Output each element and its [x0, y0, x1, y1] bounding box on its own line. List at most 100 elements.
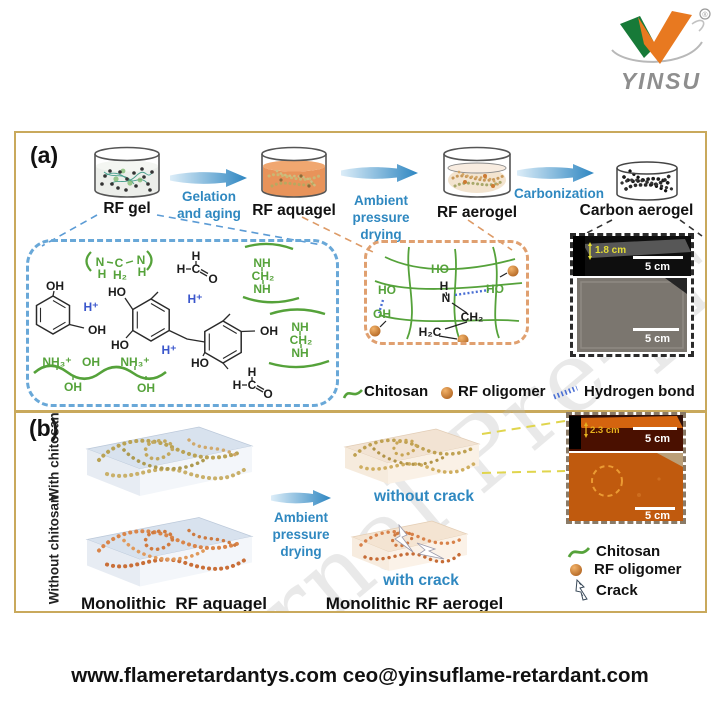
aquagel-without-chitosan-slab — [85, 517, 254, 587]
stage-label-rf-gel: RF gel — [103, 200, 151, 217]
caption-monolithic-aquagel: Monolithic RF aquagel — [80, 594, 268, 613]
scale-bar — [633, 427, 677, 430]
scale-label: 5 cm — [645, 261, 670, 273]
result-without-crack: without crack — [374, 488, 474, 505]
chem-label: O — [208, 272, 218, 286]
chem-label: NH — [291, 346, 309, 360]
caption-line: Carbonization — [514, 186, 604, 201]
caption-line: Ambient — [354, 193, 408, 208]
highlight-circle — [591, 465, 623, 497]
carbon-aerogel-photo: 1.8 cm 5 cm 5 cm — [570, 233, 694, 357]
chem-label: OH — [82, 355, 100, 369]
panel-a-label: (a) — [30, 142, 59, 168]
chem-label: H — [97, 267, 107, 281]
caption-monolithic-aerogel: Monolithic RF aerogel — [325, 594, 504, 613]
aerogel-without-crack-slab — [343, 428, 481, 484]
legend-crack-label: Crack — [596, 582, 638, 599]
rf-aerogel-photo: 2.3 cm 5 cm 5 cm — [566, 412, 686, 524]
chitosan-icon — [567, 547, 591, 558]
rf-oligomer-icon — [441, 387, 453, 399]
chem-label: HO — [431, 262, 449, 276]
chem-label: OH — [373, 307, 391, 321]
rf-aquagel-beaker — [261, 146, 327, 198]
chem-label: NH₃⁺ — [120, 355, 150, 369]
chem-label: H⁺ — [161, 343, 177, 357]
arrow-caption-drying-b: Ambient pressure drying — [259, 509, 343, 560]
chem-label: H — [439, 279, 449, 293]
crack-shape — [416, 542, 445, 560]
chem-label: C — [247, 378, 257, 392]
chem-label: NH₃⁺ — [42, 355, 72, 369]
chem-label: C — [114, 256, 124, 270]
chem-label: O — [263, 387, 273, 401]
crack-shape — [394, 523, 414, 553]
footer-contact-text: www.flameretardantys.com ceo@yinsuflame-… — [71, 664, 649, 687]
chem-label: NH — [253, 256, 271, 270]
legend-hydrogen-bond-label: Hydrogen bond — [584, 383, 695, 400]
row-label-without-chitosan: Without chitosan — [46, 494, 62, 605]
chem-label: OH — [88, 323, 106, 337]
chem-label: H — [137, 265, 147, 279]
chem-label: H⁺ — [187, 292, 203, 306]
chem-label: H⁺ — [83, 300, 99, 314]
chemical-structure-box: OH OH H⁺ N C N H H₂ H H H C O H⁺ HO HO H… — [26, 239, 339, 407]
scale-label: 5 cm — [645, 510, 670, 521]
panel-divider — [16, 410, 705, 413]
arrow-drying-b-icon — [271, 490, 331, 506]
caption-line: drying — [280, 544, 322, 559]
chem-label: C — [191, 262, 201, 276]
chem-label: OH — [137, 381, 155, 395]
chem-label: N — [136, 253, 146, 267]
scale-label: 5 cm — [645, 333, 670, 345]
chem-label: HO — [108, 285, 126, 299]
panel-b-label: (b) — [29, 415, 59, 441]
yinsu-logo: ® YINSU — [604, 4, 718, 100]
stage-label-carbon-aerogel: Carbon aerogel — [579, 202, 694, 219]
rf-aerogel-beaker — [443, 146, 511, 198]
caption-line: Gelation — [181, 189, 236, 204]
scale-label: 5 cm — [645, 433, 670, 445]
figure-frame: Journal Pre-proof (a) — [14, 131, 707, 613]
registered-mark: ® — [702, 11, 708, 19]
rf-gel-beaker — [94, 146, 160, 198]
legend-rf-oligomer-label: RF oligomer — [594, 561, 682, 578]
scale-bar — [635, 507, 675, 510]
chemical-bonds-drawing — [33, 242, 330, 393]
legend-chitosan-label: Chitosan — [596, 543, 661, 560]
chitosan-icon — [342, 389, 363, 399]
chem-label: H — [247, 365, 257, 379]
chem-label: HO — [111, 338, 129, 352]
caption-line: and aging — [177, 206, 241, 221]
photo-thickness-label: 2.3 cm — [590, 425, 620, 436]
caption-line: Ambient — [274, 510, 328, 525]
chem-label: N — [95, 255, 105, 269]
rf-oligomer-icon — [570, 564, 582, 576]
arrow-caption-gelation: Gelation and aging — [164, 188, 254, 222]
result-with-crack: with crack — [383, 572, 459, 589]
arrow-gelation-icon — [170, 169, 247, 187]
legend-chitosan-label: Chitosan — [364, 383, 429, 400]
stage-label-rf-aerogel: RF aerogel — [436, 204, 518, 221]
chem-label: HO — [191, 356, 209, 370]
carbon-aerogel-sample — [616, 161, 678, 201]
chem-label: CH₂ — [289, 333, 313, 347]
chem-label: NH — [291, 320, 309, 334]
arrow-caption-carbonization: Carbonization — [500, 185, 618, 202]
chem-label: CH₂ — [251, 269, 275, 283]
crack-icon — [575, 579, 588, 601]
legend-rf-oligomer-label: RF oligomer — [458, 383, 546, 400]
scale-bar — [633, 256, 683, 259]
chem-label: OH — [64, 380, 82, 394]
chem-label: H — [191, 249, 201, 263]
chem-label: H₂C — [418, 325, 442, 339]
chem-label: H — [176, 262, 186, 276]
aerogel-with-crack-slab — [350, 520, 469, 571]
caption-line: pressure — [352, 210, 410, 225]
chem-label: NH — [253, 282, 271, 296]
caption-line: pressure — [272, 527, 330, 542]
chem-label: HO — [486, 282, 504, 296]
arrow-drying-icon — [341, 164, 418, 182]
photo-thickness-label: 1.8 cm — [595, 245, 626, 256]
chem-label: CH₂ — [460, 310, 484, 324]
